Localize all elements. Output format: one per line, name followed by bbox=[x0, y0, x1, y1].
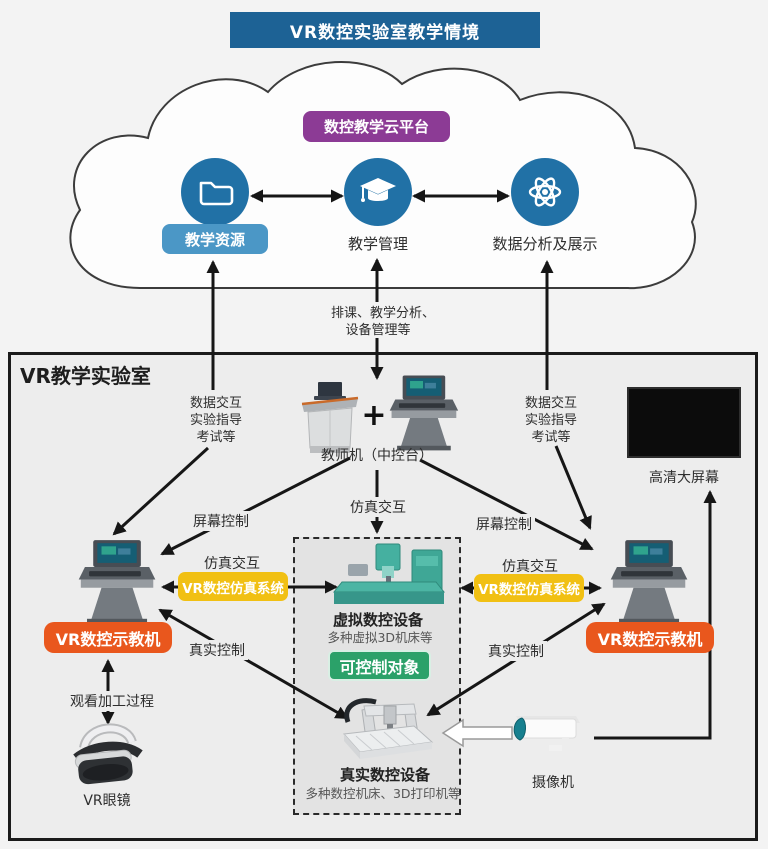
resource-node bbox=[181, 158, 249, 226]
watch-process-label: 观看加工过程 bbox=[67, 691, 157, 711]
resource-label-badge: 教学资源 bbox=[162, 224, 268, 254]
screen-control-right-label: 屏幕控制 bbox=[473, 514, 535, 534]
real-device-subtitle: 多种数控机床、3D打印机等 bbox=[305, 786, 461, 801]
management-label: 教学管理 bbox=[347, 235, 409, 253]
teacher-console-image bbox=[389, 375, 459, 451]
plus-sign: + bbox=[361, 398, 387, 433]
camera-label: 摄像机 bbox=[532, 775, 574, 791]
page-title: VR数控实验室教学情境 bbox=[230, 12, 540, 48]
left-note-line3: 考试等 bbox=[196, 430, 236, 445]
left-note-line1: 数据交互 bbox=[189, 396, 243, 411]
sim-interact-center-label: 仿真交互 bbox=[347, 497, 409, 517]
left-note-line2: 实验指导 bbox=[189, 413, 243, 428]
right-note-line3: 考试等 bbox=[531, 430, 571, 445]
virtual-device-title: 虚拟数控设备 bbox=[332, 611, 424, 629]
big-screen-label: 高清大屏幕 bbox=[649, 470, 719, 486]
real-cnc-image bbox=[342, 698, 434, 759]
management-node bbox=[344, 158, 412, 226]
workstation-badge-right: VR数控示教机 bbox=[586, 622, 714, 653]
real-device-title: 真实数控设备 bbox=[339, 766, 431, 784]
cloud-platform-badge: 数控教学云平台 bbox=[303, 111, 450, 142]
sim-system-badge-left: VR数控仿真系统 bbox=[178, 572, 288, 601]
sim-interact-left-label: 仿真交互 bbox=[204, 556, 260, 572]
teacher-podium-image bbox=[301, 382, 359, 453]
folder-icon bbox=[199, 181, 234, 206]
workstation-right-image bbox=[610, 540, 688, 624]
analytics-node bbox=[511, 158, 579, 226]
camera-image bbox=[513, 716, 580, 754]
right-note-line2: 实验指导 bbox=[524, 413, 578, 428]
screen-control-left-label: 屏幕控制 bbox=[190, 511, 252, 531]
controllable-badge: 可控制对象 bbox=[328, 650, 431, 681]
atom-icon bbox=[528, 177, 562, 207]
vr-glasses-label: VR眼镜 bbox=[83, 793, 131, 809]
workstation-left-image bbox=[78, 540, 156, 624]
analytics-label: 数据分析及展示 bbox=[492, 235, 598, 253]
real-control-right-label: 真实控制 bbox=[485, 641, 547, 661]
virtual-cnc-image bbox=[332, 543, 446, 604]
teacher-station-label: 教师机（中控台） bbox=[321, 448, 433, 464]
workstation-badge-left: VR数控示教机 bbox=[44, 622, 172, 653]
graduation-cap-icon bbox=[360, 178, 396, 202]
sim-system-badge-right: VR数控仿真系统 bbox=[474, 574, 584, 602]
big-screen-image bbox=[627, 387, 741, 458]
real-control-left-label: 真实控制 bbox=[186, 640, 248, 660]
vr-glasses-image bbox=[73, 723, 143, 785]
virtual-device-subtitle: 多种虚拟3D机床等 bbox=[327, 630, 433, 645]
cloud-lab-note-line2: 设备管理等 bbox=[342, 319, 414, 338]
lab-title: VR教学实验室 bbox=[20, 364, 151, 388]
sim-interact-right-label: 仿真交互 bbox=[502, 559, 558, 575]
right-note-line1: 数据交互 bbox=[524, 396, 578, 411]
